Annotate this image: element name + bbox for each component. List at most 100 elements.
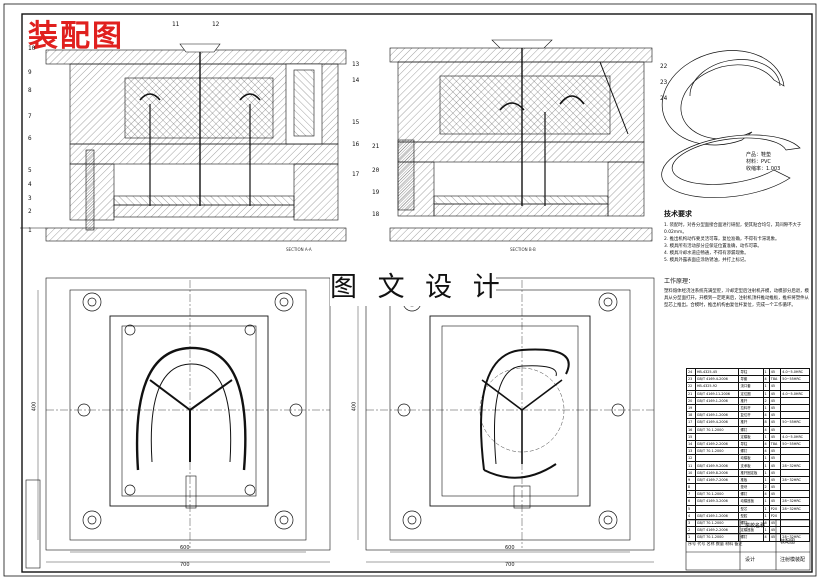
table-cell: 1	[686, 533, 696, 542]
callout-2: 2	[28, 208, 32, 215]
table-cell: 1	[762, 475, 770, 485]
table-cell: GB/T 4169.4-2006	[694, 418, 740, 427]
callout-3: 3	[28, 195, 32, 202]
table-cell: 28~32HRC	[780, 497, 810, 506]
table-cell: 45	[768, 482, 782, 492]
part-name: 产品：鞋垫	[746, 152, 772, 158]
table-cell: 45	[768, 454, 782, 463]
table-cell: 12	[686, 454, 696, 463]
table-cell: P20	[768, 511, 782, 520]
table-cell: GB/T 70.1-2000	[694, 533, 740, 542]
dimension-lines	[37, 290, 654, 563]
table-cell	[694, 432, 740, 441]
table-cell: 1	[762, 389, 770, 398]
table-cell: 45	[768, 382, 782, 391]
title-block-label: 设计	[745, 557, 756, 563]
table-cell	[694, 454, 740, 463]
part-shrink: 收缩率：1.003	[746, 166, 781, 172]
callout-19: 19	[372, 189, 380, 196]
title-block-school: 学校名称	[745, 523, 766, 529]
table-cell	[780, 454, 810, 463]
work-principle-title: 工作原理：	[664, 278, 695, 285]
table-cell: 6	[686, 497, 696, 506]
table-cell: 4	[762, 375, 770, 384]
table-cell: 浇口套	[738, 382, 764, 391]
table-cell	[780, 411, 810, 420]
table-cell: 1	[762, 382, 770, 391]
table-cell: 45	[768, 490, 782, 499]
table-cell: GB/T 70.1-2000	[694, 425, 740, 434]
table-cell: HB-4325-92	[694, 382, 740, 391]
callout-8: 8	[28, 87, 32, 94]
table-cell: 45	[768, 447, 782, 456]
table-cell: 1	[762, 497, 770, 506]
table-cell: 18	[686, 411, 696, 420]
part-material: 材料：PVC	[746, 159, 771, 165]
table-cell: 4.0~5.0HRC	[780, 432, 810, 441]
table-cell: 4	[762, 411, 770, 420]
table-cell: 1	[762, 454, 770, 463]
tech-notes-title: 技术要求	[664, 210, 692, 218]
table-cell: 9	[686, 475, 696, 485]
table-cell: 2	[762, 396, 770, 405]
table-cell: 导柱	[738, 367, 764, 377]
callout-13: 13	[352, 61, 360, 68]
table-cell	[780, 396, 810, 405]
table-cell	[694, 403, 740, 413]
table-cell	[694, 504, 740, 513]
callout-15: 15	[352, 119, 360, 126]
plan-view-left	[45, 277, 331, 551]
table-cell: 45	[768, 461, 782, 470]
dim-inner-left: 600	[180, 545, 190, 551]
table-cell	[780, 403, 810, 413]
callout-18: 18	[372, 211, 380, 218]
table-cell: 推杆固定板	[738, 468, 764, 477]
note-line: 3. 模具所有活动部分应保证位置准确，动作可靠。	[664, 244, 762, 249]
title-block-name: 注射模装配	[780, 557, 806, 563]
table-cell: 28~32HRC	[780, 504, 810, 513]
plan-view-right	[365, 277, 655, 551]
callout-22: 22	[660, 63, 668, 70]
table-cell: 推杆	[738, 396, 764, 405]
table-cell: 45	[768, 432, 782, 441]
table-cell: 5	[686, 504, 696, 513]
table-cell	[780, 468, 810, 477]
table-cell	[780, 382, 810, 391]
table-cell: 复位杆	[738, 411, 764, 420]
callout-16: 16	[352, 141, 360, 148]
table-cell: GB/T 4169.4-2006	[694, 375, 740, 384]
table-cell: 45	[768, 497, 782, 506]
table-cell: 动模板	[738, 454, 764, 463]
table-cell: 45	[768, 418, 782, 427]
callout-9: 9	[28, 69, 32, 76]
callout-7: 7	[28, 113, 32, 120]
table-cell: GB/T 4169.2-2006	[694, 439, 740, 449]
table-cell: 50~55HRC	[780, 418, 810, 427]
table-cell: 动模座板	[738, 497, 764, 506]
table-cell: 1	[762, 468, 770, 477]
table-cell: 7	[686, 490, 696, 499]
table-cell: 3	[686, 518, 696, 528]
callout-5: 5	[28, 167, 32, 174]
table-cell: 型腔	[738, 511, 764, 520]
dim-outer-right: 700	[505, 562, 515, 568]
table-cell: 支承板	[738, 461, 764, 470]
callout-6: 6	[28, 135, 32, 142]
callout-12: 12	[212, 21, 220, 28]
